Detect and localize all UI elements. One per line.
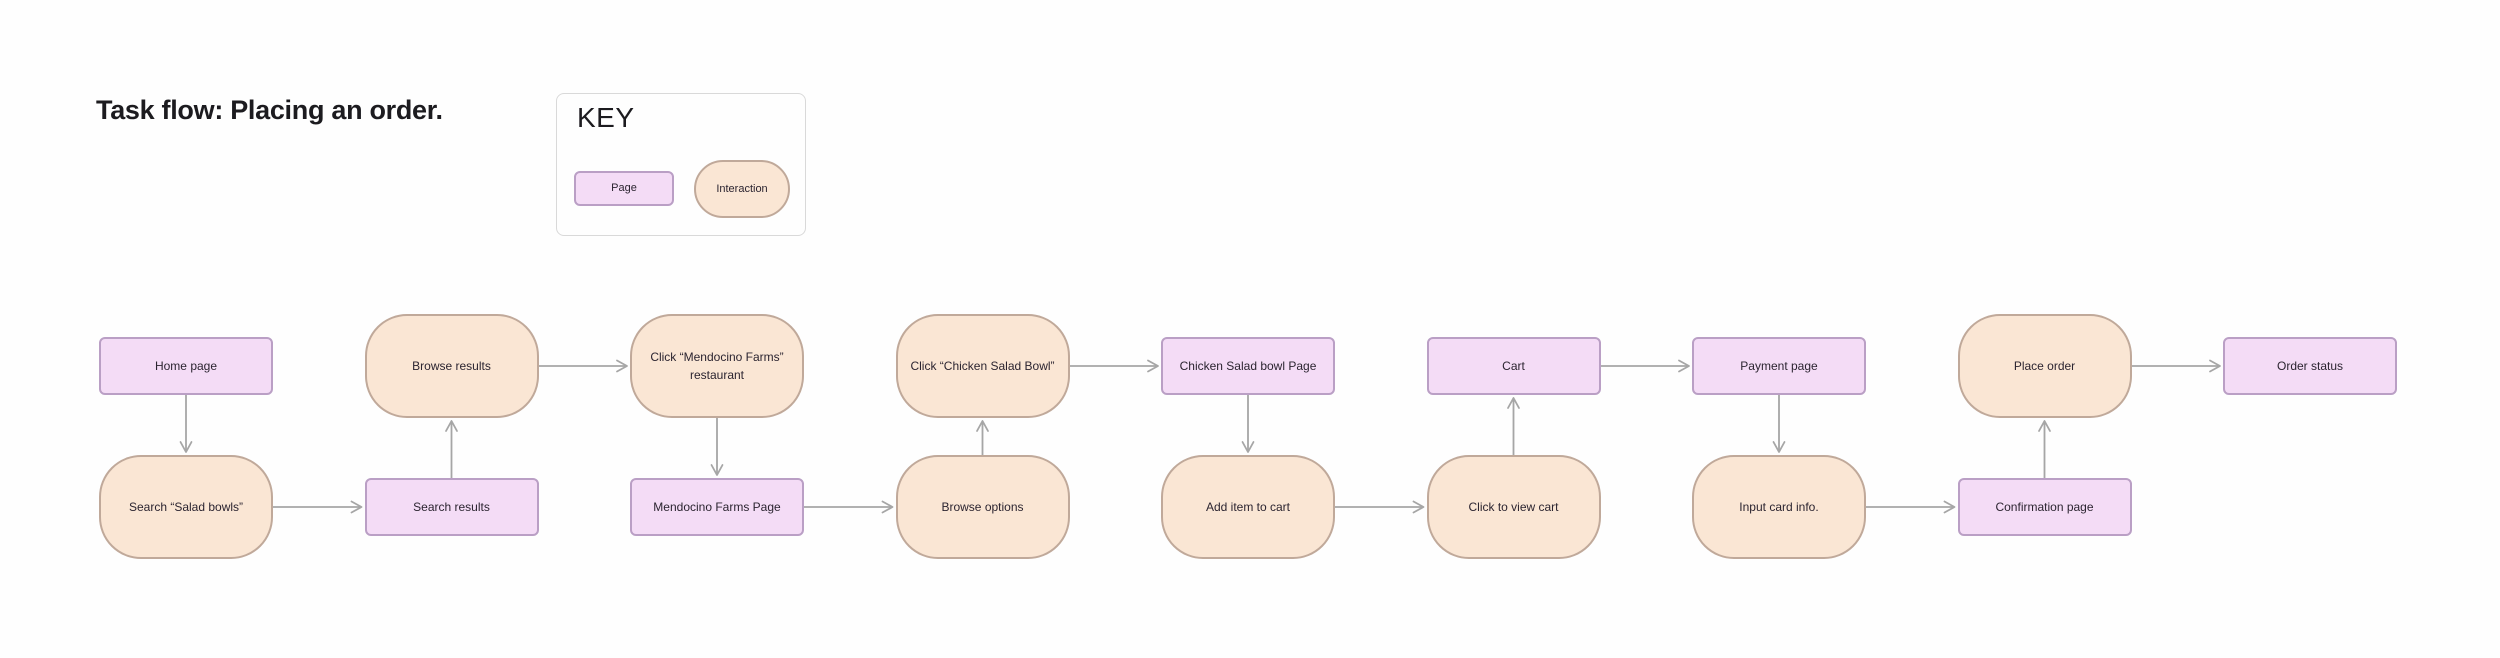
node-place-order[interactable]: Place order — [1957, 314, 2132, 418]
node-click-mendocino-farms[interactable]: Click “Mendocino Farms” restaurant — [630, 314, 804, 418]
node-click-to-view-cart[interactable]: Click to view cart — [1426, 455, 1601, 559]
node-search-salad-bowls[interactable]: Search “Salad bowls” — [99, 455, 273, 559]
key-legend: KEY Page Interaction — [556, 93, 806, 236]
node-browse-results[interactable]: Browse results — [364, 314, 539, 418]
key-interaction-swatch[interactable]: Interaction — [694, 160, 790, 218]
node-browse-options[interactable]: Browse options — [895, 455, 1070, 559]
node-search-results[interactable]: Search results — [364, 478, 539, 536]
node-chicken-salad-bowl-page[interactable]: Chicken Salad bowl Page — [1161, 337, 1335, 395]
page-title: Task flow: Placing an order. — [96, 95, 443, 125]
node-order-status[interactable]: Order status — [2223, 337, 2397, 395]
node-input-card-info[interactable]: Input card info. — [1692, 455, 1866, 559]
key-heading: KEY — [577, 102, 635, 133]
node-payment-page[interactable]: Payment page — [1692, 337, 1866, 395]
node-add-item-to-cart[interactable]: Add item to cart — [1161, 455, 1335, 559]
node-mendocino-farms-page[interactable]: Mendocino Farms Page — [630, 478, 804, 536]
node-confirmation-page[interactable]: Confirmation page — [1957, 478, 2132, 536]
node-cart[interactable]: Cart — [1426, 337, 1601, 395]
node-click-chicken-salad-bowl[interactable]: Click “Chicken Salad Bowl” — [895, 314, 1070, 418]
node-home-page[interactable]: Home page — [99, 337, 273, 395]
key-page-swatch[interactable]: Page — [574, 171, 674, 206]
